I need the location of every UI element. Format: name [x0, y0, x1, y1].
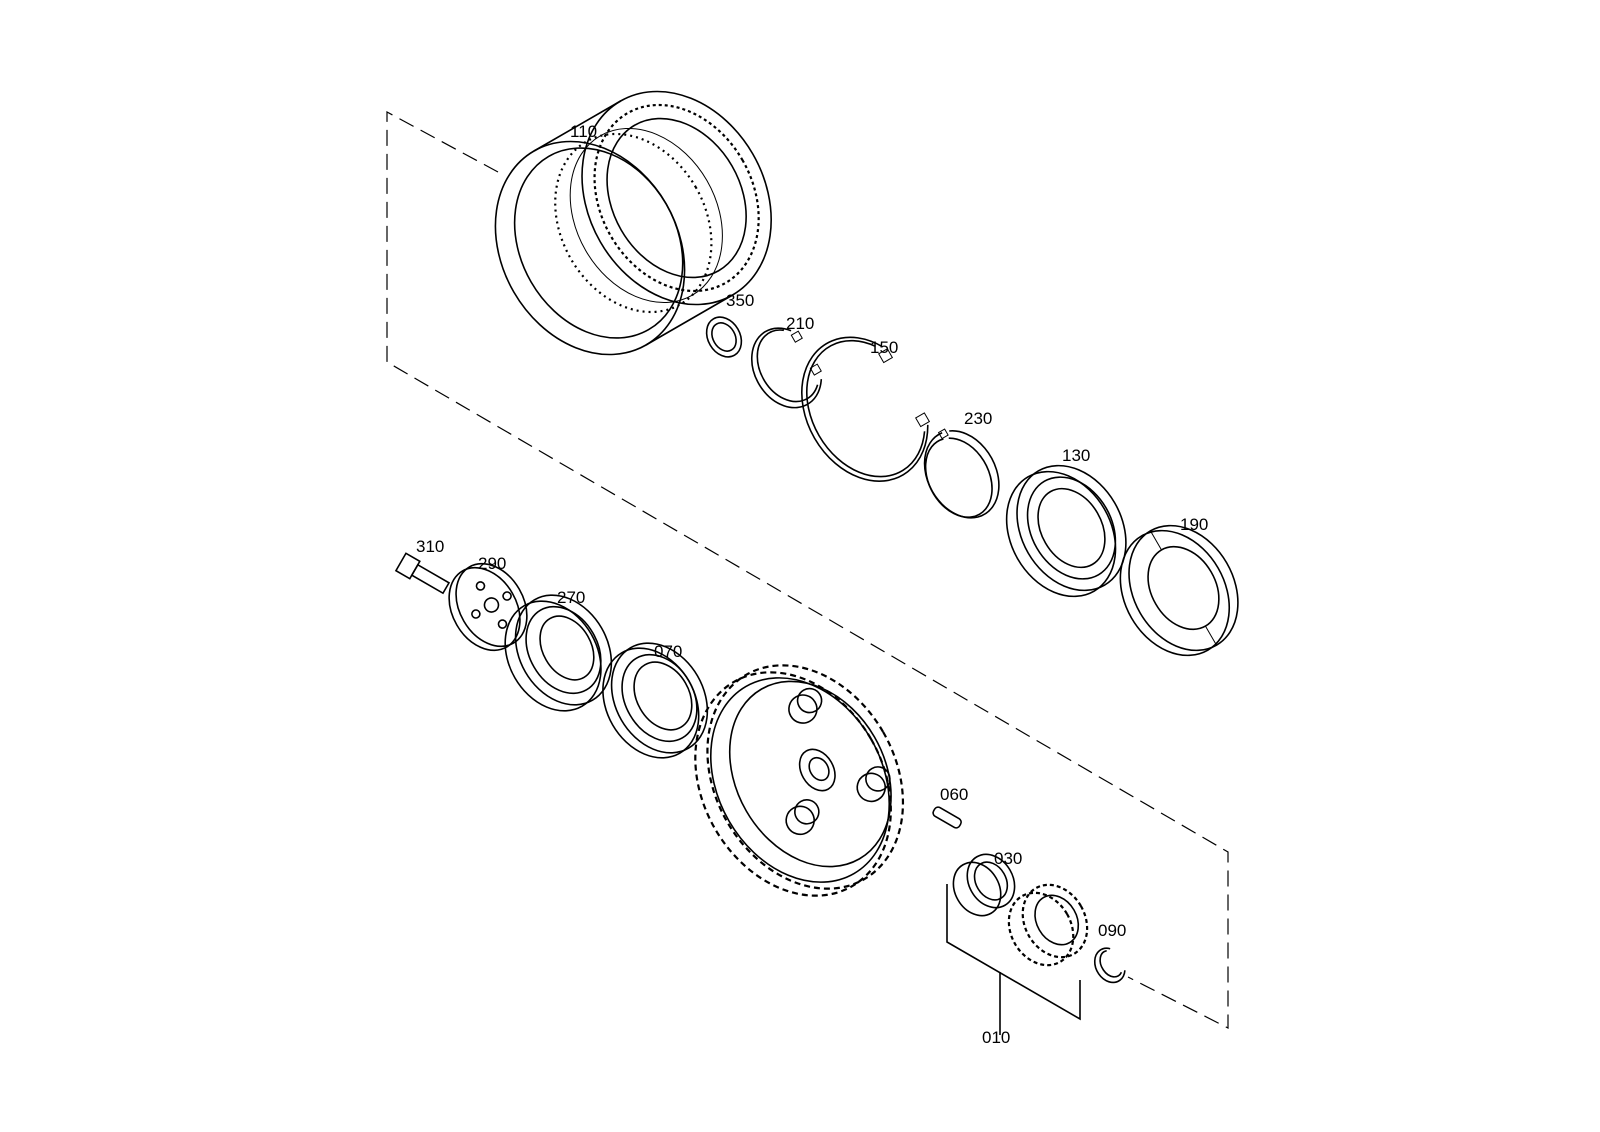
part-030-bearing	[952, 853, 1016, 917]
part-190-thrust-ring	[1119, 524, 1239, 657]
label-270: 270	[557, 588, 585, 607]
label-070: 070	[654, 642, 682, 661]
part-230-circlip	[923, 428, 1000, 519]
part-010-bracket	[946, 884, 1081, 1035]
part-350-washer	[705, 316, 743, 358]
part-130-bearing	[1005, 464, 1127, 598]
planet-carrier-gear	[694, 664, 905, 897]
label-290: 290	[478, 554, 506, 573]
label-310: 310	[416, 537, 444, 556]
label-110: 110	[570, 122, 597, 141]
part-310-bolt	[394, 552, 451, 595]
part-150-snap-ring	[801, 336, 931, 482]
part-270-bearing	[504, 594, 613, 712]
part-110-ring-gear	[494, 90, 772, 356]
label-060: 060	[940, 785, 968, 804]
label-230: 230	[964, 409, 992, 428]
part-290-end-plate	[448, 562, 528, 652]
label-150: 150	[870, 338, 898, 357]
label-350: 350	[726, 291, 754, 310]
part-labels: 110 350 210 150 230 130 190 310 290 270 …	[416, 122, 1208, 1047]
label-130: 130	[1062, 446, 1090, 465]
label-090: 090	[1098, 921, 1126, 940]
assembly-outline	[386, 110, 1229, 1029]
part-070-bearing	[602, 642, 709, 759]
part-060-pin	[932, 806, 962, 829]
label-010: 010	[982, 1028, 1010, 1047]
label-210: 210	[786, 314, 814, 333]
label-030: 030	[994, 849, 1022, 868]
planet-gear	[1007, 883, 1089, 967]
label-190: 190	[1180, 515, 1208, 534]
part-090-circlip	[1093, 947, 1126, 984]
